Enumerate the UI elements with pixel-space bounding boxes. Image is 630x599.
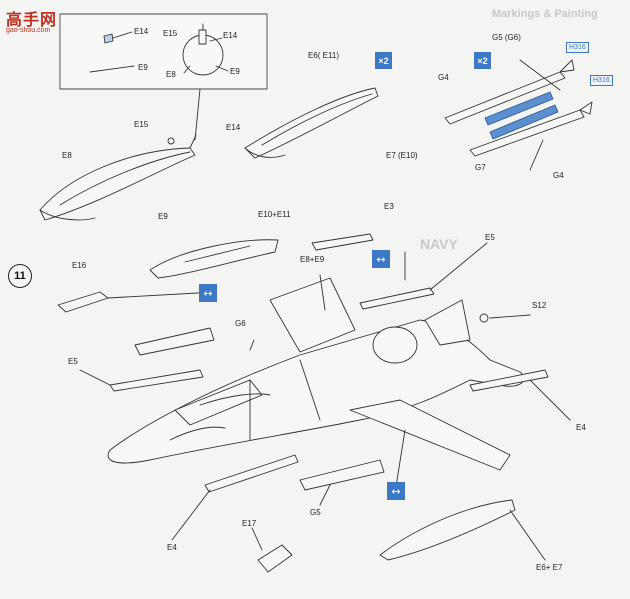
detail-label-e15: E15 — [163, 29, 178, 38]
label-e15: E15 — [134, 120, 149, 129]
multiplier-badge-upper: ×2 — [375, 52, 392, 69]
detail-label-e14: E14 — [134, 27, 149, 36]
detail-label-e9: E9 — [138, 63, 148, 72]
missile-rack-g6 — [134, 327, 215, 356]
option-arrow-icon: ↔ — [199, 284, 217, 302]
label-e5-left: E5 — [68, 357, 78, 366]
site-watermark: 高手网 gao-shou.com — [2, 6, 72, 36]
part-e17 — [257, 544, 293, 573]
detail-label-e8: E8 — [166, 70, 176, 79]
label-g5: G5 — [310, 508, 321, 517]
drop-tank-upper — [244, 87, 379, 159]
detail-box — [59, 13, 268, 90]
missile-e5-left — [109, 369, 204, 392]
option-arrow-icon: ↔ — [387, 482, 405, 500]
missile-pylon-assembly — [444, 59, 593, 171]
label-e14: E14 — [226, 123, 241, 132]
step-number-badge: 11 — [8, 264, 32, 288]
label-e4-right: E4 — [576, 423, 586, 432]
label-e6-e11: E6( E11) — [308, 51, 339, 60]
aircraft-body — [107, 277, 525, 471]
background-navy-text: NAVY — [420, 236, 458, 252]
drop-tank-lower — [379, 499, 516, 561]
missile-e4-bottom — [204, 454, 299, 493]
detail-part-e14 — [103, 33, 114, 44]
detail-label-e14-right: E14 — [223, 31, 238, 40]
h-badge-2: H316 — [590, 75, 613, 86]
label-g4-right: G4 — [553, 171, 564, 180]
label-e9: E9 — [158, 212, 168, 221]
detail-leader-line — [194, 88, 201, 141]
label-e4-bottom: E4 — [167, 543, 177, 552]
multiplier-badge-lower: ×2 — [474, 52, 491, 69]
option-arrow-icon: ↔ — [372, 250, 390, 268]
detail-label-e9-right: E9 — [230, 67, 240, 76]
label-e7-e10: E7 (E10) — [386, 151, 418, 160]
label-g5-g6: G5 (G6) — [492, 33, 521, 42]
part-e16 — [57, 291, 109, 313]
missile-e5-top — [359, 287, 435, 310]
centerline-tank — [149, 239, 279, 279]
h-badge-1: H316 — [566, 42, 589, 53]
label-e8-e9: E8+E9 — [300, 255, 325, 264]
label-e16: E16 — [72, 261, 87, 270]
label-g7: G7 — [475, 163, 486, 172]
watermark-url: gao-shou.com — [6, 27, 51, 34]
label-e6-e7: E6+ E7 — [536, 563, 563, 572]
label-g6: G6 — [235, 319, 246, 328]
watermark-brand: 高手网 — [6, 10, 58, 29]
drop-tank-left — [39, 134, 197, 221]
label-g4-top: G4 — [438, 73, 449, 82]
label-e8: E8 — [62, 151, 72, 160]
label-e5-top: E5 — [485, 233, 495, 242]
missile-rack-g5 — [299, 459, 385, 491]
part-s12 — [479, 313, 489, 323]
background-heading: Markings & Painting — [492, 8, 598, 20]
label-e17: E17 — [242, 519, 257, 528]
missile-e4-right — [469, 369, 549, 392]
label-s12: S12 — [532, 301, 547, 310]
part-e3 — [311, 233, 374, 251]
label-e3: E3 — [384, 202, 394, 211]
label-e10-e11: E10+E11 — [258, 210, 291, 219]
